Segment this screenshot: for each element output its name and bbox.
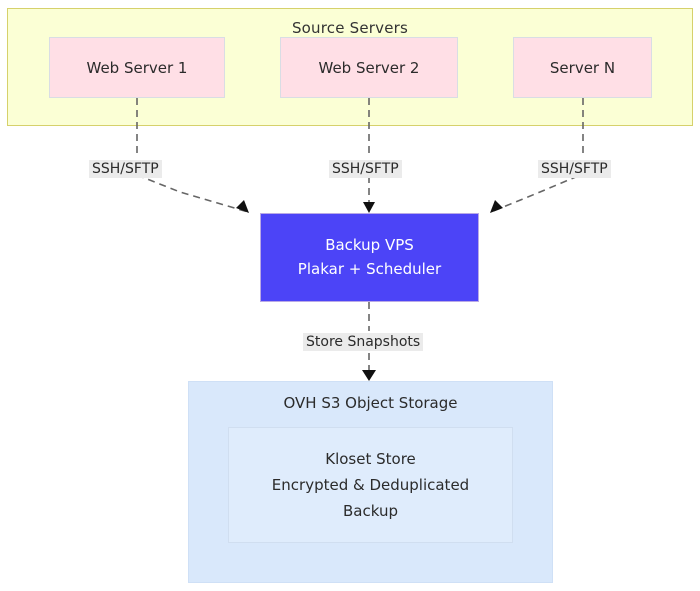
node-web-server-2-label: Web Server 2 (318, 58, 420, 77)
node-kloset-store-line2: Encrypted & Deduplicated (271, 475, 470, 494)
source-servers-group-title: Source Servers (291, 19, 409, 37)
edge-label-ssh-sftp-2: SSH/SFTP (329, 160, 402, 178)
node-server-n[interactable]: Server N (513, 37, 652, 98)
edge-label-ssh-sftp-1: SSH/SFTP (89, 160, 162, 178)
node-kloset-store-line3: Backup (343, 502, 398, 521)
arrow-head-store-snapshots (362, 370, 376, 381)
arrow-head-ssh-web-server-1 (236, 200, 249, 213)
node-web-server-1-label: Web Server 1 (86, 58, 188, 77)
node-backup-vps-line2: Plakar + Scheduler (297, 259, 442, 278)
edge-label-store-snapshots: Store Snapshots (303, 333, 424, 351)
arrow-head-ssh-web-server-2 (363, 202, 375, 213)
node-web-server-1[interactable]: Web Server 1 (49, 37, 225, 98)
arrow-head-ssh-server-n (490, 200, 503, 213)
ovh-s3-object-storage-title: OVH S3 Object Storage (283, 394, 458, 412)
node-server-n-label: Server N (549, 58, 616, 77)
node-kloset-store-line1: Kloset Store (325, 449, 416, 468)
edge-label-ssh-sftp-3: SSH/SFTP (538, 160, 611, 178)
node-web-server-2[interactable]: Web Server 2 (280, 37, 458, 98)
node-kloset-store[interactable]: Kloset Store Encrypted & Deduplicated Ba… (228, 427, 513, 543)
node-backup-vps[interactable]: Backup VPS Plakar + Scheduler (260, 213, 479, 302)
node-backup-vps-line1: Backup VPS (325, 236, 414, 255)
